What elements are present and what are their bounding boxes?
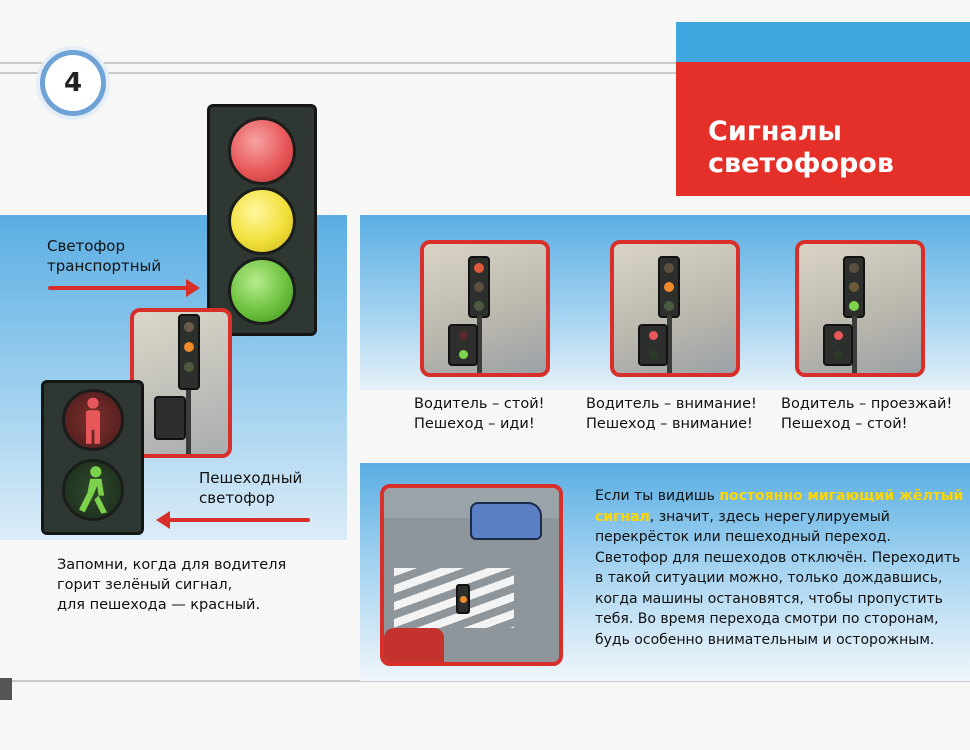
page-title-line-2: светофоров <box>708 148 894 179</box>
title-block: Сигналы светофоров <box>676 62 970 196</box>
ped-light-icon <box>823 324 853 366</box>
transport-traffic-light <box>207 104 317 336</box>
transport-arrow-head-icon <box>186 279 200 297</box>
top-rule-2 <box>0 72 676 74</box>
small-scene-card <box>130 308 232 458</box>
ped-light-icon <box>638 324 668 366</box>
page-number: 4 <box>45 55 101 111</box>
pedestrian-arrow <box>168 518 310 522</box>
pedestrian-arrow-head-icon <box>156 511 170 529</box>
signal-card-attention <box>610 240 740 377</box>
signal-card-stop <box>420 240 550 377</box>
red-lamp-icon <box>228 117 296 185</box>
pedestrian-traffic-light <box>41 380 144 535</box>
small-ped-light-icon <box>154 396 186 440</box>
corner-mark <box>0 678 12 700</box>
pole <box>477 316 482 373</box>
signal-card-go <box>795 240 925 377</box>
pedestrian-light-label: Пешеходный светофор <box>199 469 303 507</box>
story-text: Если ты видишь постоянно мигающий жёлтый… <box>595 488 964 648</box>
top-rule <box>0 62 970 64</box>
car-icon <box>470 502 542 540</box>
car-light-icon <box>658 256 680 318</box>
pole <box>852 316 857 373</box>
title-band-top <box>676 22 970 62</box>
car-light-icon <box>843 256 865 318</box>
signal-caption-stop: Водитель – стой! Пешеход – иди! <box>414 396 545 432</box>
page-title-line-1: Сигналы <box>708 116 842 147</box>
zebra-crossing <box>394 568 514 628</box>
small-traffic-light-icon <box>178 314 200 390</box>
red-pedestrian-lamp-icon <box>62 389 124 451</box>
signal-caption-go: Водитель – проезжай! Пешеход – стой! <box>781 396 953 432</box>
green-lamp-icon <box>228 257 296 325</box>
yellow-lamp-icon <box>228 187 296 255</box>
highlighted-phrase: постоянно мигающий жёлтый сигнал <box>595 488 964 525</box>
small-pole <box>186 390 191 454</box>
transport-arrow <box>48 286 188 290</box>
car-light-icon <box>468 256 490 318</box>
signal-caption-attention: Водитель – внимание! Пешеход – внимание! <box>586 396 757 432</box>
transport-light-label: Светофор транспортный <box>47 237 162 275</box>
reminder-note: Запомни, когда для водителя горит зелёны… <box>57 557 287 613</box>
crossing-illustration <box>380 484 563 666</box>
page-number-badge: 4 <box>36 46 110 120</box>
red-car-icon <box>384 628 444 662</box>
flashing-light-icon <box>456 584 470 614</box>
bottom-rule <box>0 680 970 682</box>
ped-light-icon <box>448 324 478 366</box>
green-pedestrian-lamp-icon <box>62 459 124 521</box>
pole <box>667 316 672 373</box>
